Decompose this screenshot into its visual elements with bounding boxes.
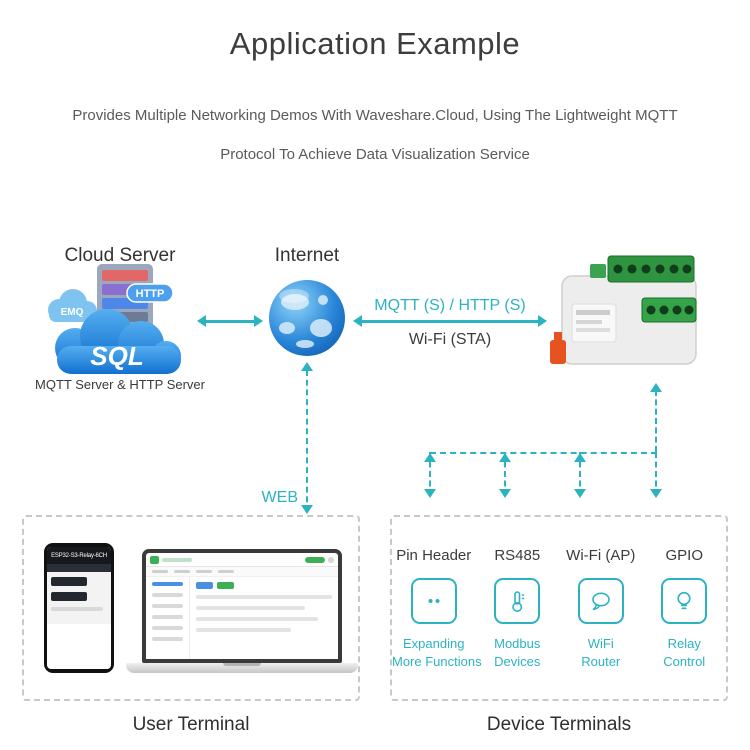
dashboard-avatar [328,556,334,563]
relay-module-image [550,255,697,365]
terminal-pin-header: Pin Header Expanding More Functions [392,547,482,699]
thermometer-icon [494,578,541,624]
phone-button [51,577,87,586]
user-terminal-label: User Terminal [132,714,250,735]
terminal-title: Pin Header [396,547,472,564]
arrowhead-left [197,315,206,327]
terminal-title: GPIO [665,547,703,564]
terminal-title: Wi-Fi (AP) [566,547,636,564]
pin-header-icon [410,578,457,624]
dashed-drop-4 [655,452,657,496]
terminal-caption: WiFi [587,636,614,651]
laptop-base [126,663,358,673]
dashed-drop-2 [504,452,506,496]
arrowhead-left [353,315,362,327]
arrowhead-down [574,489,586,498]
device-terminals-label: Device Terminals [486,714,632,735]
terminal-caption: Devices [494,654,541,669]
arrowhead-down [424,489,436,498]
arrowhead-up [424,453,436,462]
terminal-wifi-ap: Wi-Fi (AP) WiFi Router [559,547,643,699]
terminal-caption: Relay [667,636,701,651]
arrow-globe-device [362,320,538,323]
cloud-server-caption: MQTT Server & HTTP Server [35,377,205,392]
dashed-line-web [306,370,308,512]
terminal-caption: Control [663,654,706,669]
protocol-label: MQTT (S) / HTTP (S) [374,297,526,314]
side-terminal-block [641,297,697,323]
dashed-line-device [655,390,657,452]
arrowhead-up [301,362,313,371]
dashboard-nav [146,567,338,577]
dashboard-content [190,577,338,659]
device-terminals-box: Pin Header Expanding More Functions RS48… [390,515,728,701]
arrowhead-right [538,315,547,327]
dashed-distributor-line [430,452,657,454]
emq-label: EMQ [61,307,84,318]
terminal-rs485: RS485 Modbus Devices [476,547,560,699]
bulb-icon [661,578,708,624]
terminal-caption: Modbus [494,636,541,651]
subtitle-line-1: Provides Multiple Networking Demos With … [72,107,678,124]
terminal-title: RS485 [494,547,541,564]
http-badge-label: HTTP [136,288,165,300]
internet-globe-icon [269,280,345,356]
sql-cloud: SQL [55,309,181,374]
wifi-sta-label: Wi-Fi (STA) [408,331,492,348]
cloud-server-icon: HTTP EMQ SQL [48,264,181,374]
cloud-server-label: Cloud Server [64,245,176,266]
dashboard-sidebar [146,577,190,659]
sql-label: SQL [90,341,143,371]
subtitle-line-2: Protocol To Achieve Data Visualization S… [220,146,530,163]
phone-nav-bar [47,564,111,572]
dashed-drop-1 [429,452,431,496]
arrowhead-up [574,453,586,462]
arrowhead-up [650,383,662,392]
terminal-gpio: GPIO Relay Control [643,547,727,699]
arrow-cloud-globe [206,320,254,323]
web-label: WEB [261,489,298,506]
dashboard-header [146,553,338,567]
terminal-caption: Router [581,654,621,669]
dashboard-body [146,577,338,659]
arrowhead-up [499,453,511,462]
dashboard-logo [150,555,159,564]
top-terminal-block [607,255,695,283]
user-terminal-box: ESP32-S3-Relay-6CH [22,515,360,701]
dashboard-brand [162,557,192,562]
terminal-caption: More Functions [392,654,482,669]
arrowhead-down [499,489,511,498]
phone-app-title: ESP32-S3-Relay-6CH [47,547,111,564]
phone-button [51,592,87,601]
phone-text-line [51,607,103,611]
arrowhead-right [254,315,263,327]
dashboard-action-button [305,556,325,563]
arrowhead-down [301,505,313,514]
internet-label: Internet [274,245,340,266]
dashed-drop-3 [579,452,581,496]
http-badge: HTTP [126,283,174,303]
emq-cloud: EMQ [48,289,97,322]
laptop-screen [142,549,342,663]
phone-content [47,572,111,624]
phone-screen: ESP32-S3-Relay-6CH [47,547,111,669]
page-title: Application Example [229,26,521,61]
din-clip [550,332,566,364]
smartphone: ESP32-S3-Relay-6CH [44,543,114,673]
label-sticker [571,303,617,343]
chat-bubble-icon [577,578,624,624]
arrowhead-down [650,489,662,498]
terminal-caption: Expanding [403,636,465,651]
